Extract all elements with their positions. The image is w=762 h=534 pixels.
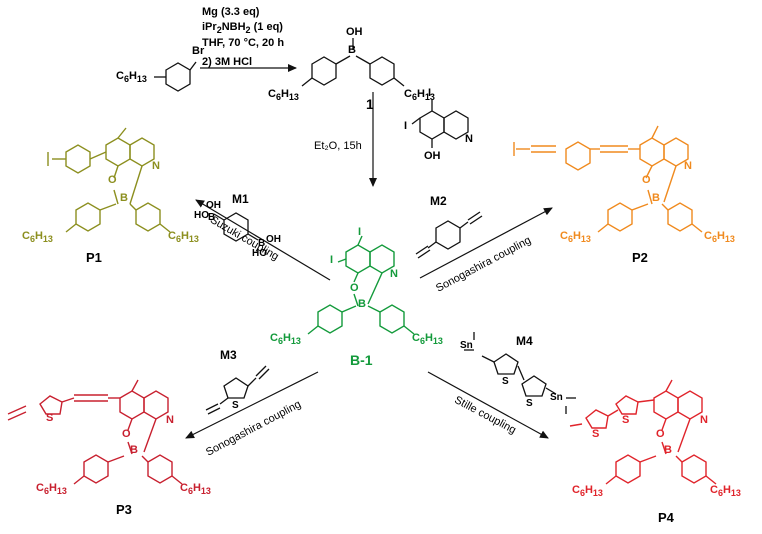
b1-iodo-label-7: I	[330, 254, 334, 266]
boron-label-1: B	[348, 44, 356, 56]
arrow-to-p4	[427, 371, 549, 439]
compound-1-number: 1	[366, 96, 374, 112]
diiodoquinolinol-structure	[411, 100, 469, 148]
arrow-to-p1	[195, 199, 331, 281]
p1-hexyl-label-a: C6H13	[22, 230, 53, 244]
nitrogen-label-quinoline: N	[465, 133, 473, 145]
iodo-label-5: I	[428, 87, 432, 99]
b1-hexyl-label-a: C6H13	[270, 332, 301, 346]
m2-structure	[415, 211, 483, 259]
reagent-ipr2nbh2: iPr2NBH2 (1 eq)	[202, 21, 283, 35]
b1-iodo-label-5: I	[358, 226, 362, 238]
p3-sulfur-label: S	[46, 412, 54, 424]
hexyl-label-1a: C6H13	[268, 88, 299, 102]
p3-oxygen-label: O	[122, 428, 131, 440]
reagent-mg: Mg (3.3 eq)	[202, 6, 260, 18]
m4-label: M4	[516, 334, 533, 348]
m1-oh-bottom: OH	[266, 234, 281, 245]
solvent-et2o: Et₂O, 15h	[314, 140, 362, 152]
hexyl-label-start: C6H13	[116, 70, 147, 84]
p2-structure	[513, 125, 703, 233]
b1-nitrogen-label: N	[390, 268, 398, 280]
p3-hexyl-label-b: C6H13	[180, 482, 211, 496]
p3-boron-label: B	[130, 444, 138, 456]
m1-label: M1	[232, 192, 249, 206]
p2-boron-label: B	[652, 192, 660, 204]
p4-boron-label: B	[664, 444, 672, 456]
p3-label: P3	[116, 502, 132, 517]
m3-sulfur-label: S	[232, 400, 239, 411]
p1-oxygen-label: O	[108, 174, 117, 186]
hexyl-label-1b: C6H13	[404, 88, 435, 102]
reagent-thf: THF, 70 °C, 20 h	[202, 37, 285, 49]
p2-hexyl-label-a: C6H13	[560, 230, 591, 244]
p1-hexyl-label-b: C6H13	[168, 230, 199, 244]
reagent-hcl: 2) 3M HCl	[202, 56, 253, 68]
m1-ho-bottom: HO	[252, 248, 267, 259]
arrow-to-p2	[419, 207, 553, 279]
m3-structure	[205, 365, 270, 415]
bromo-label: Br	[192, 45, 205, 57]
p4-hexyl-label-b: C6H13	[710, 484, 741, 498]
b1-oxygen-label: O	[350, 282, 359, 294]
m2-label: M2	[430, 194, 447, 208]
m1-structure	[213, 212, 259, 242]
p4-structure	[569, 379, 717, 485]
p1-boron-label: B	[120, 192, 128, 204]
p4-hexyl-label-a: C6H13	[572, 484, 603, 498]
p2-oxygen-label: O	[642, 174, 651, 186]
p3-hexyl-label-a: C6H13	[36, 482, 67, 496]
bromohexylbenzene-structure	[154, 61, 197, 92]
p1-structure	[47, 127, 171, 233]
m3-label: M3	[220, 348, 237, 362]
p2-label: P2	[632, 250, 648, 265]
hydroxyl-label-quinoline: OH	[424, 150, 441, 162]
p4-nitrogen-label: N	[700, 414, 708, 426]
m4-tin-label-a: Sn	[460, 340, 473, 351]
p4-label: P4	[658, 510, 674, 525]
m1-oh-top: OH	[206, 200, 221, 211]
b1-label: B-1	[350, 352, 373, 368]
m4-sulfur-label-b: S	[526, 398, 533, 409]
m1-ho-top: HO	[194, 210, 209, 221]
p3-structure	[7, 379, 183, 485]
b1-boron-label: B	[358, 298, 366, 310]
p3-nitrogen-label: N	[166, 414, 174, 426]
arrow-to-p3	[185, 371, 319, 439]
m4-sulfur-label-a: S	[502, 376, 509, 387]
p1-label: P1	[86, 250, 102, 265]
hydroxyl-label-1: OH	[346, 26, 363, 38]
b1-structure	[307, 235, 415, 335]
m1-boron-bottom: B	[258, 238, 266, 249]
p4-sulfur-label-a: S	[592, 428, 600, 440]
m1-boron-top: B	[208, 212, 216, 223]
b1-hexyl-label-b: C6H13	[412, 332, 443, 346]
borinic-acid-structure	[301, 38, 405, 87]
m4-tin-label-b: Sn	[550, 392, 563, 403]
p1-nitrogen-label: N	[152, 160, 160, 172]
p2-hexyl-label-b: C6H13	[704, 230, 735, 244]
iodo-label-7: I	[404, 120, 408, 132]
p4-sulfur-label-b: S	[622, 414, 630, 426]
m4-structure	[464, 332, 576, 414]
p2-nitrogen-label: N	[684, 160, 692, 172]
p4-oxygen-label: O	[656, 428, 665, 440]
